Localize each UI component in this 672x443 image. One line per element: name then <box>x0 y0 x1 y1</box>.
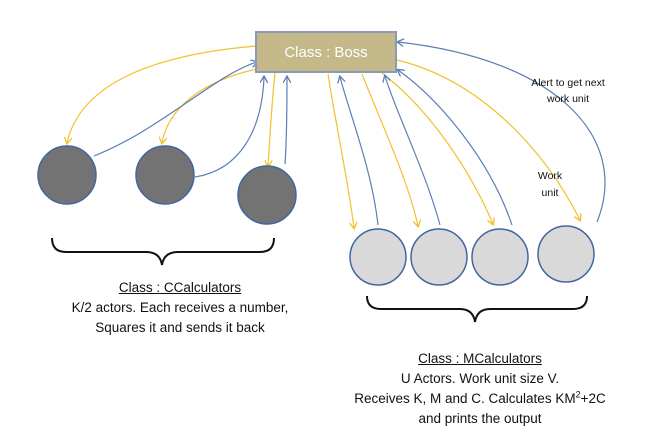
mcalculator-actor-2 <box>410 228 468 286</box>
mcalculator-actor-3 <box>471 228 529 286</box>
work-unit-annotation-line1: Work <box>537 170 563 182</box>
arrow-boss-to-m3 <box>381 72 493 224</box>
alert-annotation-line1: Alert to get next <box>531 77 605 89</box>
mcalculators-line1: U Actors. Work unit size V. <box>400 371 560 386</box>
arrow-c2-to-boss <box>194 77 264 178</box>
arrow-c3-to-boss <box>285 77 287 165</box>
mcalculators-line2-superscript: 2 <box>575 389 581 400</box>
mcalculators-title: Class : MCalculators <box>418 351 542 366</box>
mcalculator-actor-4 <box>537 225 595 283</box>
alert-annotation-line2: work unit <box>546 93 589 105</box>
arrow-boss-to-c1 <box>67 45 257 143</box>
mcalculators-line2-suffix: +2C <box>580 391 606 406</box>
ccalculators-title: Class : CCalculators <box>118 280 242 295</box>
work-unit-annotation-line2: unit <box>541 187 559 199</box>
arrow-boss-to-c2 <box>162 67 263 143</box>
boss-class-box: Class : Boss <box>255 31 397 73</box>
ccalculator-actor-3 <box>237 165 297 225</box>
arrow-c1-to-boss <box>93 62 257 157</box>
ccalculators-description: Class : CCalculators K/2 actors. Each re… <box>20 278 340 338</box>
mcalculator-actor-1 <box>349 228 407 286</box>
arrow-m4-to-boss <box>398 42 606 223</box>
arrow-m2-to-boss <box>385 76 441 226</box>
ccalculator-actor-2 <box>135 145 195 205</box>
arrow-boss-to-m2 <box>361 73 418 226</box>
mcalculators-line2: Receives K, M and C. Calculates KM2+2C <box>320 389 640 409</box>
arrow-boss-to-c3 <box>268 72 276 166</box>
arrow-boss-to-m4 <box>396 59 580 220</box>
arrow-m3-to-boss <box>398 70 513 226</box>
ccalculators-brace <box>51 237 275 266</box>
arrow-boss-to-m1 <box>327 73 354 228</box>
mcalculators-line2-text: Receives K, M and C. Calculates KM <box>354 391 576 406</box>
mcalculators-line3: and prints the output <box>418 411 542 426</box>
arrow-m1-to-boss <box>340 77 379 226</box>
boss-class-label: Class : Boss <box>284 43 368 61</box>
mcalculators-brace <box>366 295 588 323</box>
alert-annotation: Alert to get next work unit <box>508 75 628 107</box>
work-unit-annotation: Work unit <box>520 168 580 202</box>
ccalculators-line1: K/2 actors. Each receives a number, <box>71 300 289 315</box>
ccalculators-line2: Squares it and sends it back <box>95 320 265 335</box>
mcalculators-description: Class : MCalculators U Actors. Work unit… <box>320 349 640 429</box>
ccalculator-actor-1 <box>37 145 97 205</box>
